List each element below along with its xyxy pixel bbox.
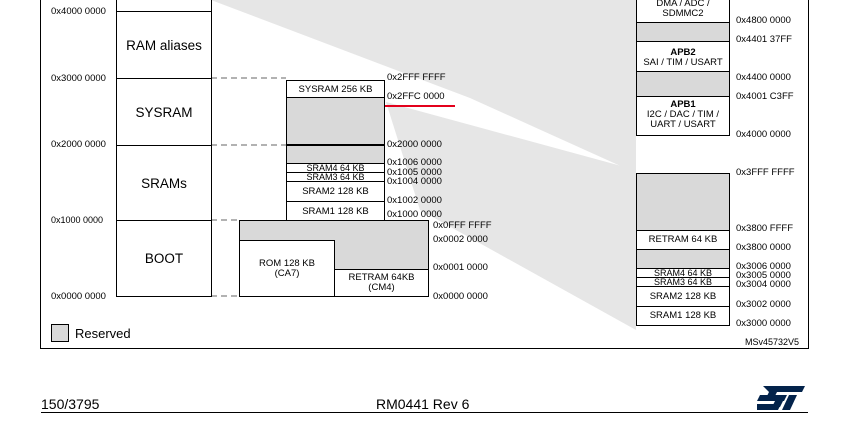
- address-label: 0x3004 0000: [736, 279, 791, 290]
- dma-label: DMA / ADC /: [656, 0, 710, 9]
- address-label: 0x1004 0000: [387, 176, 442, 187]
- address-label: 0x3800 0000: [736, 242, 791, 253]
- address-label: 0x4400 0000: [736, 72, 791, 83]
- document-revision: RM0441 Rev 6: [376, 396, 470, 412]
- retram-sub-label: (CM4): [368, 282, 395, 293]
- apb1-sub-label-2: UART / USART: [650, 119, 716, 130]
- apb2-block: APB2 SAI / TIM / USART: [636, 41, 730, 72]
- reserved-block: [286, 97, 385, 145]
- apb2-sub-label: SAI / TIM / USART: [643, 57, 723, 68]
- address-label: 0x3006 0000: [736, 261, 791, 272]
- rom-label: ROM 128 KB: [259, 257, 315, 269]
- address-label: 0x0000 0000: [51, 291, 106, 302]
- legend-reserved-swatch: [51, 324, 69, 342]
- region-sysram: SYSRAM: [116, 78, 212, 146]
- address-label: 0x4401 37FF: [736, 34, 792, 45]
- st-logo: [757, 386, 805, 410]
- alias-sram2-block: SRAM2 128 KB: [636, 286, 730, 307]
- region-ram-aliases: RAM aliases: [116, 11, 212, 79]
- rom-128kb-block: ROM 128 KB (CA7): [239, 240, 335, 297]
- diagram-frame: [40, 0, 809, 349]
- page-number: 150/3795: [41, 396, 100, 412]
- address-label: 0x0002 0000: [433, 234, 488, 245]
- figure-id: MSv45732V5: [745, 337, 800, 347]
- address-label: 0x0000 0000: [433, 291, 488, 302]
- address-label: 0x4800 0000: [736, 15, 791, 26]
- reserved-block: [286, 145, 385, 164]
- reserved-block: [636, 249, 730, 269]
- address-label: 0x3002 0000: [736, 299, 791, 310]
- reserved-block: [239, 220, 335, 241]
- address-label: 0x1006 0000: [387, 157, 442, 168]
- address-label: 0x3000 0000: [51, 73, 106, 84]
- apb1-sub-label: I2C / DAC / TIM /: [646, 109, 720, 120]
- address-label: 0x4000 0000: [736, 129, 791, 140]
- address-label: 0x3FFF FFFF: [736, 167, 795, 178]
- st-logo-icon: [757, 386, 805, 410]
- alias-retram-block: RETRAM 64 KB: [636, 230, 730, 250]
- address-label: 0x3005 0000: [736, 270, 791, 281]
- reserved-block: [334, 220, 429, 270]
- footer-rule: [41, 412, 808, 413]
- address-label: 0x3000 0000: [736, 318, 791, 329]
- address-label: 0x4001 C3FF: [736, 91, 794, 102]
- reserved-block: [636, 173, 730, 231]
- address-label: 0x2FFF FFFF: [387, 72, 446, 83]
- address-label: 0x0001 0000: [433, 262, 488, 273]
- address-label: 0x1002 0000: [387, 195, 442, 206]
- dma-label-2: SDMMC2: [662, 8, 704, 19]
- address-label: 0x3800 FFFF: [736, 223, 794, 234]
- reserved-block: [636, 22, 730, 42]
- retram-64kb-block: RETRAM 64KB (CM4): [334, 269, 429, 297]
- alias-sram1-block: SRAM1 128 KB: [636, 306, 730, 326]
- apb1-title: APB1: [670, 99, 696, 110]
- reserved-block: [636, 71, 730, 97]
- address-label: 0x2000 0000: [51, 139, 106, 150]
- region-srams: SRAMs: [116, 145, 212, 221]
- address-label: 0x1000 0000: [387, 209, 442, 220]
- apb2-title: APB2: [670, 47, 696, 58]
- address-label: 0x0FFF FFFF: [433, 220, 492, 231]
- retram-label: RETRAM 64KB: [348, 272, 415, 283]
- apb1-block: APB1 I2C / DAC / TIM / UART / USART: [636, 96, 730, 136]
- sram1-block: SRAM1 128 KB: [286, 201, 385, 222]
- address-label: 0x4000 0000: [51, 6, 106, 17]
- rom-sub-label: (CA7): [274, 267, 300, 279]
- address-label: 0x2000 0000: [387, 139, 442, 150]
- projection-wedge-alias: [386, 102, 636, 330]
- address-label: 0x1005 0000: [387, 167, 442, 178]
- address-label: 0x1000 0000: [51, 215, 104, 225]
- legend-reserved-label: Reserved: [75, 326, 131, 341]
- address-label: 0x2FFC 0000: [387, 91, 445, 102]
- sysram-256kb-block: SYSRAM 256 KB: [286, 80, 385, 98]
- sram2-block: SRAM2 128 KB: [286, 181, 385, 202]
- dma-adc-sdmmc2-block: DMA / ADC / SDMMC2: [636, 0, 730, 23]
- projection-wedge-peripheral: [211, 0, 636, 173]
- region-boot: BOOT: [116, 220, 212, 297]
